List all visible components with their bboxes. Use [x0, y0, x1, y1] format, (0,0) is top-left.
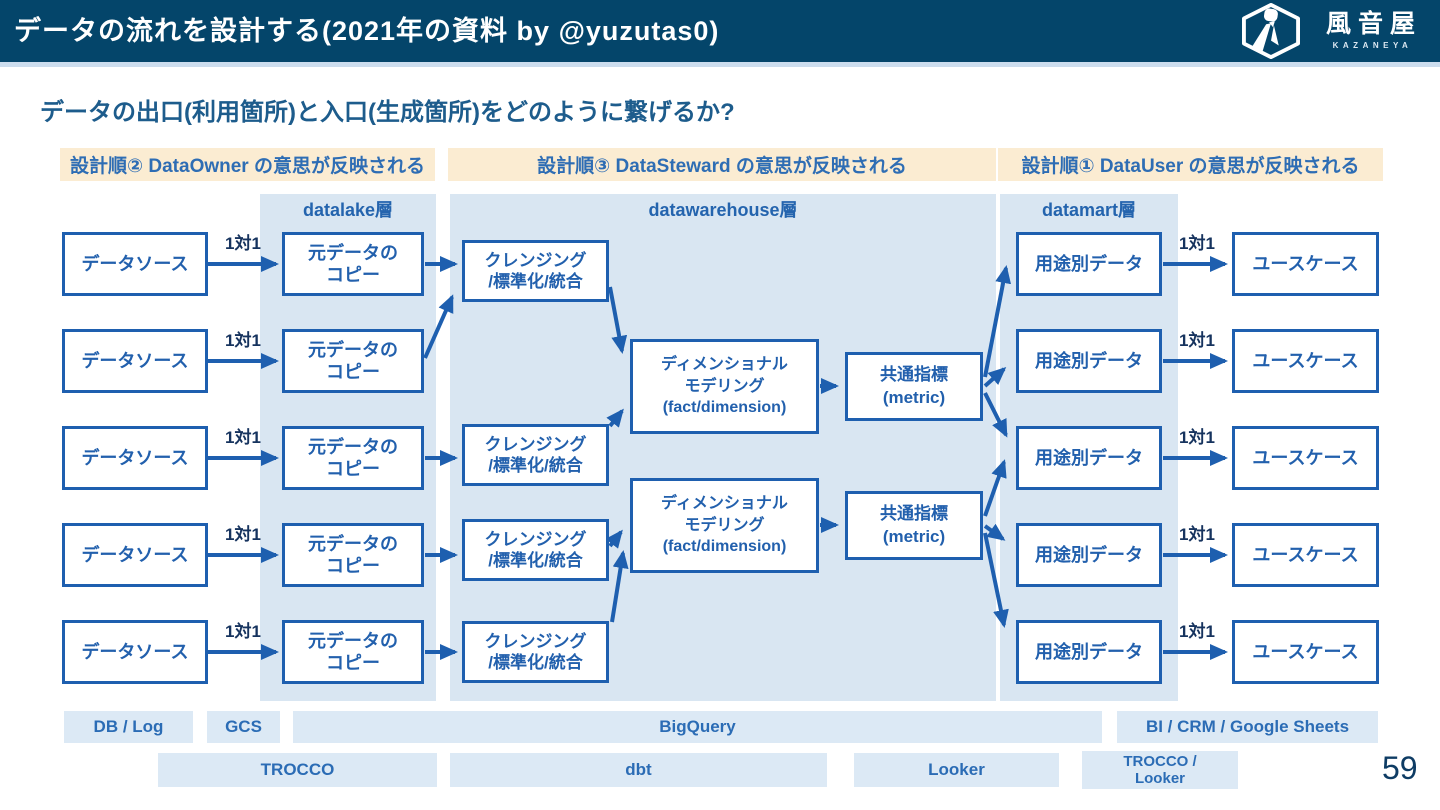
- box-usecase-4: ユースケース: [1232, 523, 1379, 587]
- tech-bar-bi-crm-sheets: BI / CRM / Google Sheets: [1117, 711, 1378, 743]
- box-mart-data-5: 用途別データ: [1016, 620, 1162, 684]
- tech-bar-db-log: DB / Log: [64, 711, 193, 743]
- box-data-source-4: データソース: [62, 523, 208, 587]
- datawarehouse-layer-label: datawarehouse層: [648, 200, 798, 220]
- relation-1to1-right-5: 1対1: [1179, 622, 1215, 641]
- slide-title: データの流れを設計する(2021年の資料 by @yuzutas0): [14, 16, 720, 46]
- box-raw-copy-5: 元データの コピー: [282, 620, 424, 684]
- relation-1to1-right-4: 1対1: [1179, 525, 1215, 544]
- box-usecase-2: ユースケース: [1232, 329, 1379, 393]
- header-divider: [0, 62, 1440, 67]
- box-data-source-3: データソース: [62, 426, 208, 490]
- slide-subtitle: データの出口(利用箇所)と入口(生成箇所)をどのように繋げるか?: [40, 99, 735, 126]
- header-bar: [0, 0, 1440, 62]
- box-dimensional-modeling-1: ディメンショナル モデリング (fact/dimension): [630, 339, 819, 434]
- tech-bar-dbt: dbt: [450, 753, 827, 787]
- tech-bar-bigquery: BigQuery: [293, 711, 1102, 743]
- tech-bar-trocco-looker: TROCCO / Looker: [1082, 751, 1238, 789]
- box-raw-copy-2: 元データの コピー: [282, 329, 424, 393]
- logo-romaji: KAZANEYA: [1332, 41, 1413, 50]
- box-common-metric-1: 共通指標 (metric): [845, 352, 983, 421]
- box-mart-data-1: 用途別データ: [1016, 232, 1162, 296]
- box-common-metric-2: 共通指標 (metric): [845, 491, 983, 560]
- relation-1to1-left-4: 1対1: [225, 525, 261, 544]
- box-data-source-2: データソース: [62, 329, 208, 393]
- box-usecase-1: ユースケース: [1232, 232, 1379, 296]
- datamart-layer-label: datamart層: [1041, 200, 1137, 220]
- box-mart-data-3: 用途別データ: [1016, 426, 1162, 490]
- box-usecase-5: ユースケース: [1232, 620, 1379, 684]
- box-cleansing-3: クレンジング /標準化/統合: [462, 519, 609, 581]
- box-data-source-5: データソース: [62, 620, 208, 684]
- relation-1to1-right-3: 1対1: [1179, 428, 1215, 447]
- datalake-layer-label: datalake層: [302, 200, 394, 220]
- box-cleansing-2: クレンジング /標準化/統合: [462, 424, 609, 486]
- box-cleansing-4: クレンジング /標準化/統合: [462, 621, 609, 683]
- kazaneya-hexagon-icon: [1241, 2, 1300, 60]
- tech-bar-trocco: TROCCO: [158, 753, 437, 787]
- box-raw-copy-1: 元データの コピー: [282, 232, 424, 296]
- box-mart-data-2: 用途別データ: [1016, 329, 1162, 393]
- kazaneya-logo: 風音屋 KAZANEYA: [1237, 2, 1422, 60]
- box-dimensional-modeling-2: ディメンショナル モデリング (fact/dimension): [630, 478, 819, 573]
- relation-1to1-left-1: 1対1: [225, 234, 261, 253]
- box-usecase-3: ユースケース: [1232, 426, 1379, 490]
- box-cleansing-1: クレンジング /標準化/統合: [462, 240, 609, 302]
- relation-1to1-left-2: 1対1: [225, 331, 261, 350]
- box-raw-copy-3: 元データの コピー: [282, 426, 424, 490]
- tech-bar-gcs: GCS: [207, 711, 280, 743]
- kazaneya-logo-text: 風音屋 KAZANEYA: [1319, 12, 1422, 50]
- box-raw-copy-4: 元データの コピー: [282, 523, 424, 587]
- box-data-source-1: データソース: [62, 232, 208, 296]
- relation-1to1-left-5: 1対1: [225, 622, 261, 641]
- page-number: 59: [1382, 750, 1418, 786]
- section-header-datauser: 設計順① DataUser の意思が反映される: [998, 148, 1383, 181]
- tech-bar-looker: Looker: [854, 753, 1059, 787]
- relation-1to1-right-1: 1対1: [1179, 234, 1215, 253]
- box-mart-data-4: 用途別データ: [1016, 523, 1162, 587]
- relation-1to1-right-2: 1対1: [1179, 331, 1215, 350]
- section-header-dataowner: 設計順② DataOwner の意思が反映される: [60, 148, 435, 181]
- logo-name: 風音屋: [1325, 10, 1422, 38]
- relation-1to1-left-3: 1対1: [225, 428, 261, 447]
- section-header-datasteward: 設計順③ DataSteward の意思が反映される: [448, 148, 996, 181]
